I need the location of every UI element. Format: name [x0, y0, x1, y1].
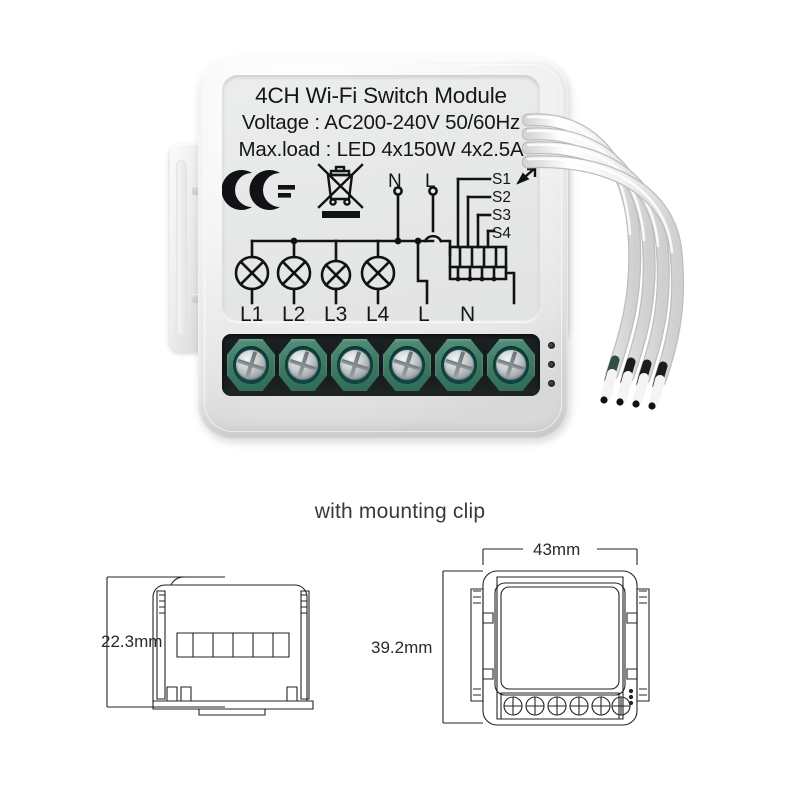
screw-terminal [227, 339, 275, 391]
clip-slot-left [176, 160, 187, 336]
terminal-screw [496, 350, 526, 380]
device-side-profile [152, 576, 314, 716]
terminal-label-l-top: L [425, 171, 436, 192]
supply-l-leg [416, 239, 429, 305]
terminal-label-l2: L2 [282, 303, 306, 326]
terminal-screw [392, 350, 422, 380]
terminal-label-l1: L1 [240, 303, 264, 326]
wiring-schematic [222, 163, 540, 319]
screw-terminal [383, 339, 431, 391]
terminal-screw [236, 350, 266, 380]
weee-icon [317, 163, 364, 218]
terminal-label-n: N [460, 303, 476, 326]
front-view-drawing: 43mm 39.2mm [371, 525, 705, 740]
switch-arrow-icon [516, 167, 537, 185]
lamp-symbol-l3 [320, 259, 352, 305]
front-width-label: 43mm [533, 540, 580, 559]
terminal-n-top [393, 186, 403, 243]
printed-label-panel: 4CH Wi-Fi Switch Module Voltage : AC200-… [222, 75, 540, 326]
maxload-spec: Max.load : LED 4x150W 4x2.5A [238, 138, 524, 161]
terminal-label-n-top: N [388, 171, 402, 192]
switch-block [448, 245, 508, 282]
switch-input-lines [456, 177, 496, 249]
product-title: 4CH Wi-Fi Switch Module [255, 83, 507, 108]
screw-terminal [435, 339, 483, 391]
terminal-screw [288, 350, 318, 380]
side-height-label: 22.3mm [101, 632, 162, 651]
supply-n-leg [504, 271, 516, 305]
switch-label-s1: S1 [492, 171, 511, 188]
switch-feed [439, 239, 452, 257]
lamp-symbol-l1 [234, 255, 270, 305]
voltage-spec: Voltage : AC200-240V 50/60Hz [241, 111, 521, 134]
side-view-drawing: 22.3mm [95, 555, 395, 735]
switch-label-s4: S4 [492, 225, 511, 242]
switch-label-s2: S2 [492, 189, 511, 206]
terminal-screw [340, 350, 370, 380]
front-height-label: 39.2mm [371, 638, 432, 657]
terminal-screw [444, 350, 474, 380]
lamp-symbol-l2 [276, 255, 312, 305]
screw-terminal [331, 339, 379, 391]
terminal-label-l3: L3 [324, 303, 348, 326]
terminal-l-top [428, 186, 438, 233]
terminal-block-strip [222, 334, 540, 396]
led-indicator [548, 342, 555, 349]
wire-crossover [423, 234, 443, 243]
lamp-symbol-l4 [360, 255, 396, 305]
switch-label-s3: S3 [492, 207, 511, 224]
screw-terminal [487, 339, 535, 391]
led-indicator-holes [547, 340, 559, 392]
junction-dot [394, 237, 402, 245]
switch-input-labels: S1 S2 S3 S4 [492, 171, 511, 243]
terminal-label-l4: L4 [366, 303, 390, 326]
mounting-clip-caption: with mounting clip [314, 500, 486, 523]
product-photo: 4CH Wi-Fi Switch Module Voltage : AC200-… [170, 48, 685, 448]
device-front-profile [470, 570, 650, 726]
front-view-terminals [503, 696, 631, 716]
ce-mark [222, 170, 295, 210]
led-indicator [548, 361, 555, 368]
terminal-label-l: L [418, 303, 430, 326]
screw-terminal [279, 339, 327, 391]
led-indicator [548, 380, 555, 387]
